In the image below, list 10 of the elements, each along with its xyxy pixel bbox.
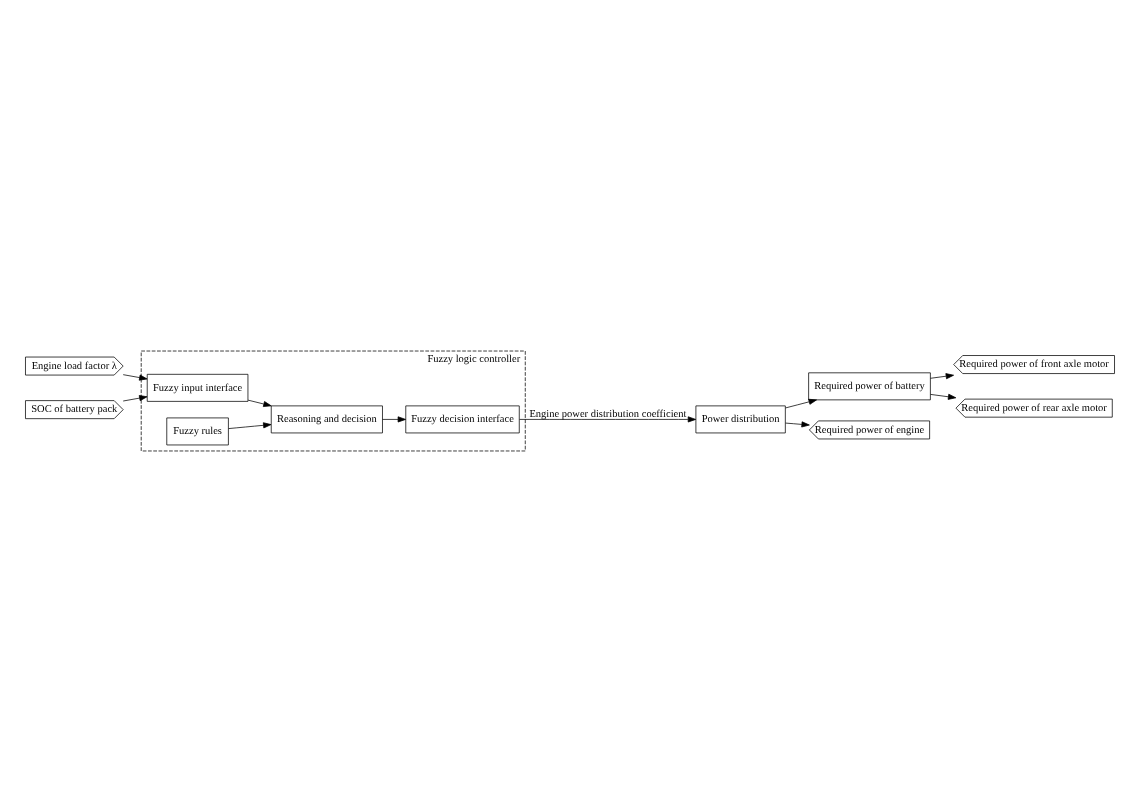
arrow [122, 395, 148, 402]
arrow [122, 374, 148, 381]
arrow [785, 421, 810, 428]
arrow [519, 416, 697, 423]
arrow [930, 393, 957, 400]
arrow [785, 398, 817, 409]
arrow [247, 399, 272, 407]
arrow [930, 373, 954, 380]
arrow [228, 422, 272, 429]
arrow [382, 416, 406, 423]
